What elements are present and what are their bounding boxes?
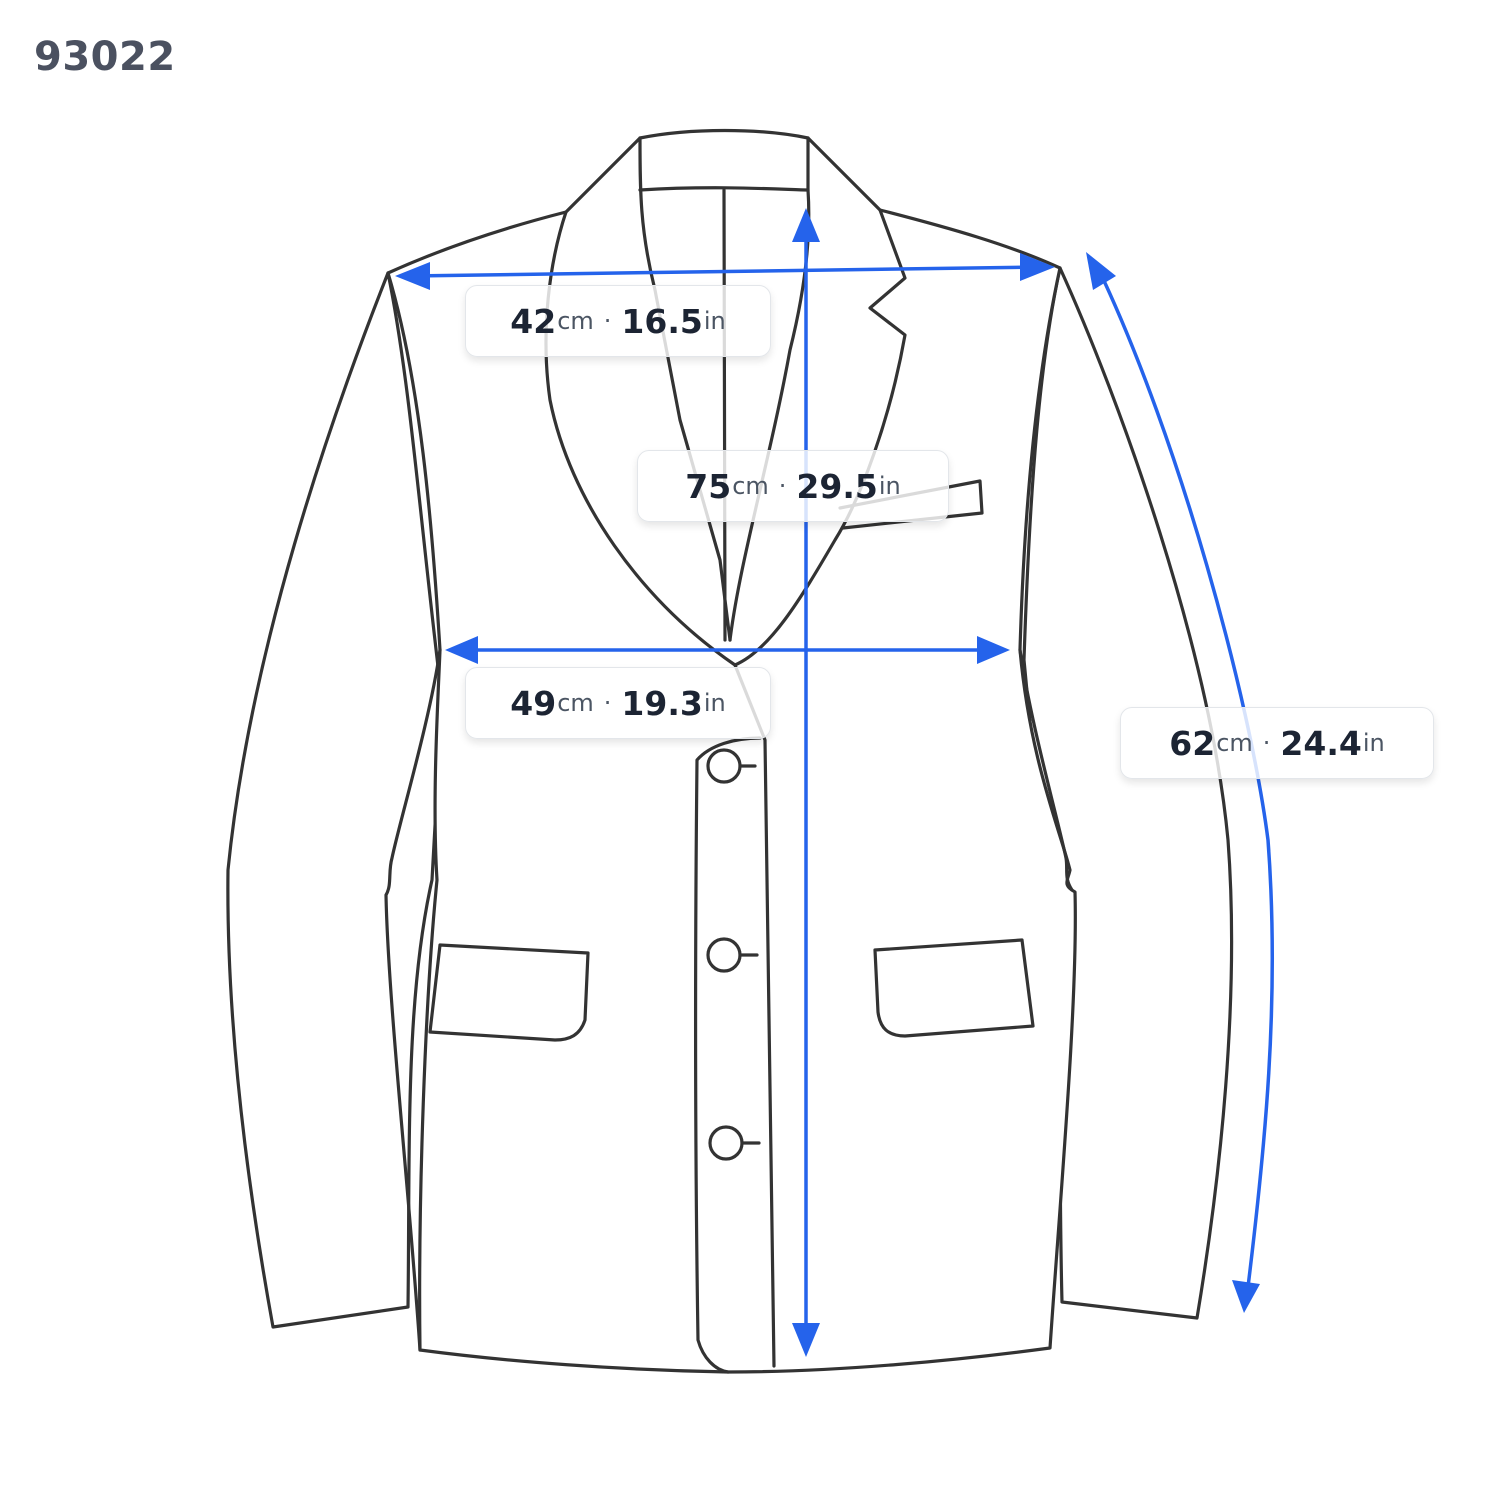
button bbox=[708, 1125, 761, 1161]
shoulder-in-value: 16.5 bbox=[621, 301, 703, 341]
sleeve-arrowhead bbox=[1086, 252, 1116, 290]
sleeve-cm-value: 62 bbox=[1169, 723, 1216, 763]
shoulder-in-unit: in bbox=[703, 307, 726, 335]
chest-cm-value: 49 bbox=[510, 683, 557, 723]
shoulder-arrow bbox=[409, 265, 1041, 278]
sleeve-arrowhead bbox=[1232, 1280, 1260, 1313]
length-cm-unit: cm bbox=[732, 472, 769, 500]
sleeve-in-value: 24.4 bbox=[1280, 723, 1362, 763]
shoulder-arrowhead bbox=[395, 262, 430, 290]
sleeve-separator: · bbox=[1262, 729, 1271, 757]
button bbox=[706, 937, 759, 973]
left-sleeve bbox=[226, 271, 444, 1329]
sleeve-cm-unit: cm bbox=[1216, 729, 1253, 757]
right-pocket-flap bbox=[873, 938, 1035, 1038]
length-arrowhead bbox=[792, 208, 820, 242]
length-cm-value: 75 bbox=[685, 466, 732, 506]
front-placket bbox=[733, 663, 776, 1368]
shoulder-separator: · bbox=[603, 307, 612, 335]
chest-in-unit: in bbox=[703, 689, 726, 717]
left-pocket-flap bbox=[428, 943, 590, 1042]
chest-cm-unit: cm bbox=[557, 689, 594, 717]
shoulder-cm-unit: cm bbox=[557, 307, 594, 335]
length-separator: · bbox=[778, 472, 787, 500]
product-id: 93022 bbox=[34, 34, 176, 80]
measurement-arrows bbox=[395, 208, 1275, 1357]
shoulder-arrowhead bbox=[1020, 253, 1055, 281]
length-arrowhead bbox=[792, 1323, 820, 1357]
sleeve-arrow bbox=[1096, 267, 1275, 1296]
chest-separator: · bbox=[603, 689, 612, 717]
sleeve-in-unit: in bbox=[1362, 729, 1385, 757]
chest-arrowhead bbox=[445, 636, 478, 664]
button bbox=[706, 748, 757, 784]
length-in-unit: in bbox=[878, 472, 901, 500]
chest-arrowhead bbox=[977, 636, 1010, 664]
length-in-value: 29.5 bbox=[796, 466, 878, 506]
shoulder-cm-value: 42 bbox=[510, 301, 557, 341]
right-sleeve bbox=[1022, 266, 1234, 1320]
chest-in-value: 19.3 bbox=[621, 683, 703, 723]
